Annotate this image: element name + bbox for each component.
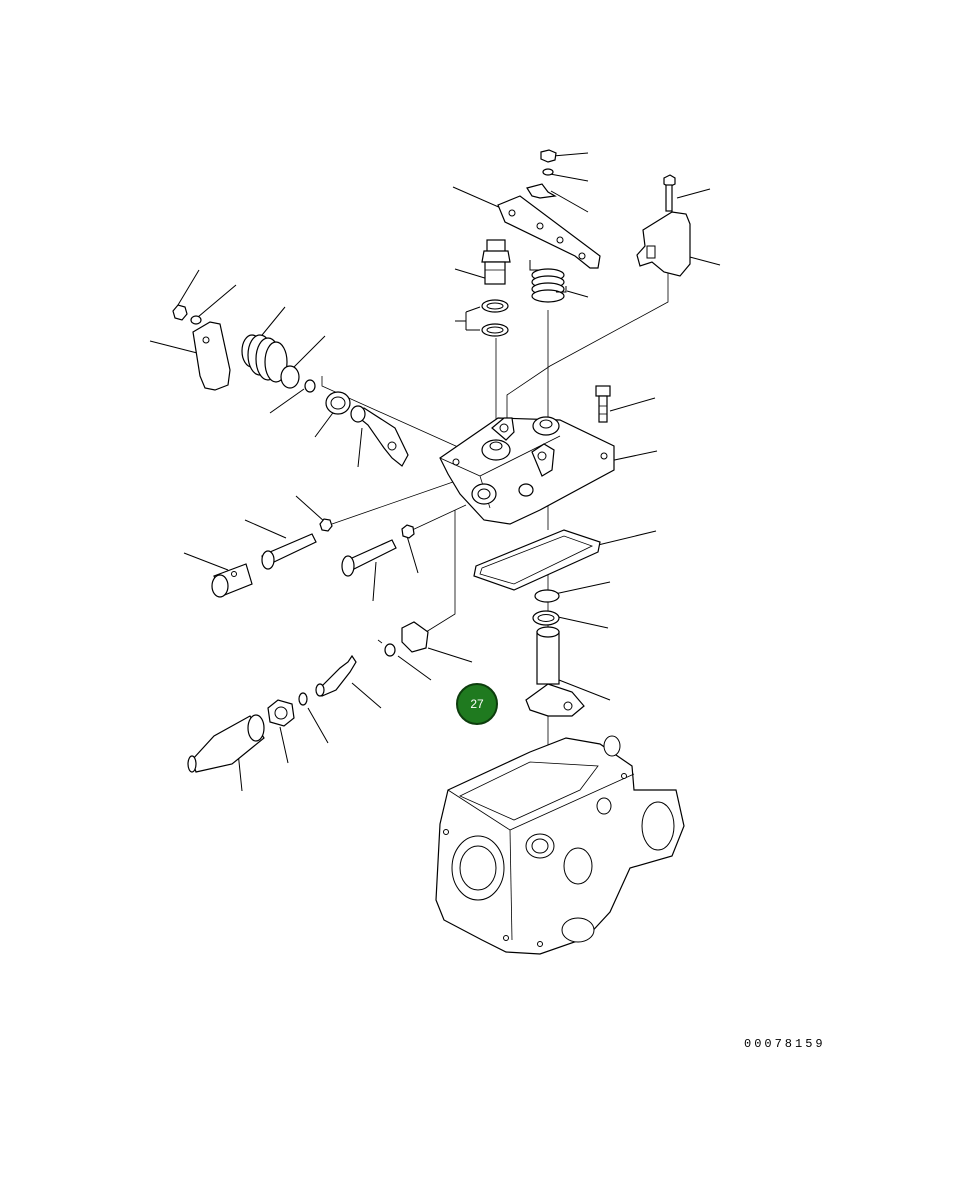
callout-badge-27[interactable]: 27: [456, 683, 498, 725]
drawing-number: 00078159: [744, 1037, 826, 1051]
governor-cover: [439, 416, 615, 525]
gasket: [473, 529, 601, 591]
top-hardware: [497, 149, 601, 269]
shaft-group: [525, 589, 585, 717]
banjo-bolt: [481, 239, 511, 337]
pump-housing: [435, 735, 685, 955]
fittings: [187, 621, 429, 773]
side-bolt: [595, 385, 611, 423]
right-bracket: [636, 174, 691, 277]
callout-label: 27: [470, 697, 484, 711]
leader-lines: [149, 152, 721, 792]
spring: [529, 260, 567, 303]
adjust-screws: [211, 518, 415, 598]
left-lever: [172, 304, 409, 467]
